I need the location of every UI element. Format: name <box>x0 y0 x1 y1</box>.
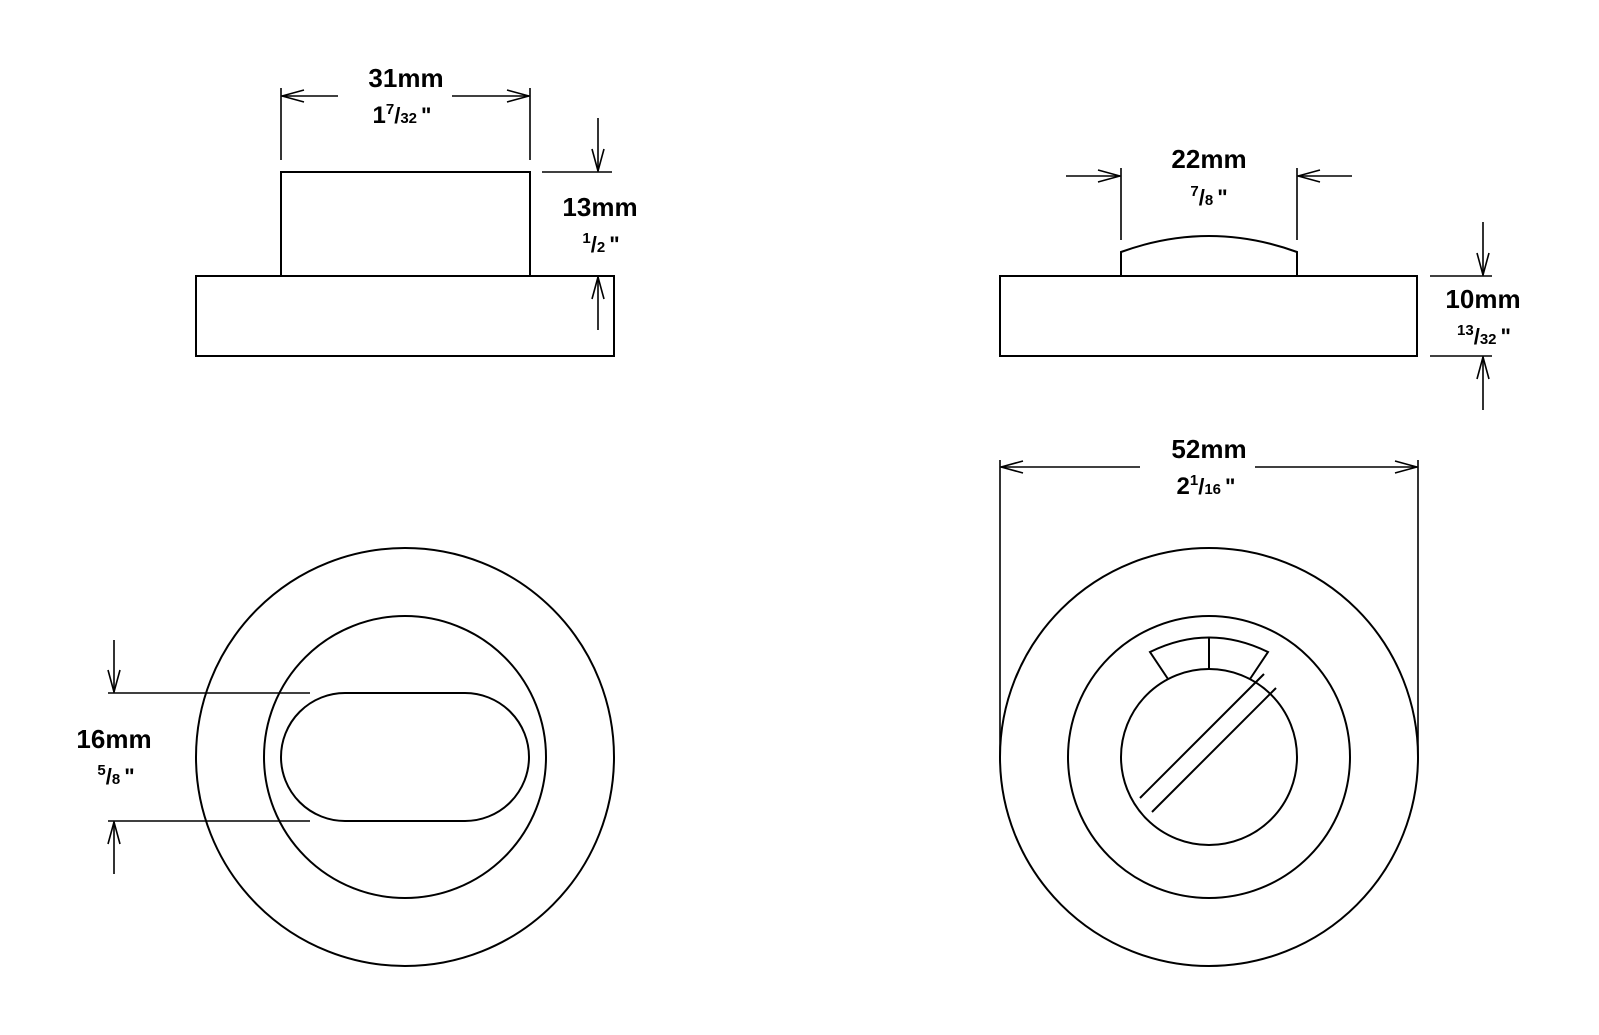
side-view-left <box>195 171 615 357</box>
rose-base-right <box>999 275 1418 357</box>
rose-base-left <box>195 275 615 357</box>
inner-rose-circle-right <box>1067 615 1351 899</box>
slot-height-inch: 5/8" <box>97 762 134 789</box>
side-width-inch: 17/32" <box>373 101 432 129</box>
dimension-side-height: 13mm 1/2" <box>542 118 638 330</box>
rose-diameter-mm: 52mm <box>1171 434 1246 464</box>
emergency-release-disc <box>1120 668 1298 846</box>
side-height-inch: 1/2" <box>582 230 619 257</box>
knob-width-inch: 7/8" <box>1190 183 1227 210</box>
rose-thickness-inch: 13/32" <box>1457 322 1511 349</box>
dimension-knob-width: 22mm 7/8" <box>1066 144 1352 240</box>
indicator-dome <box>1120 235 1298 276</box>
turn-slot <box>280 692 530 822</box>
outer-rose-circle-right <box>999 547 1419 967</box>
rose-thickness-mm: 10mm <box>1445 284 1520 314</box>
front-view-right <box>999 547 1419 967</box>
knob-width-mm: 22mm <box>1171 144 1246 174</box>
turn-knob-body <box>280 171 531 277</box>
release-slot-line-a <box>1139 673 1265 799</box>
inner-rose-circle-left <box>263 615 547 899</box>
side-height-mm: 13mm <box>562 192 637 222</box>
rose-diameter-inch: 21/16" <box>1177 472 1236 500</box>
slot-height-mm: 16mm <box>76 724 151 754</box>
side-view-right <box>999 235 1418 357</box>
dimension-side-width: 31mm 17/32" <box>280 63 531 160</box>
front-view-left <box>195 547 615 967</box>
release-slot-line-b <box>1151 687 1277 813</box>
dimension-rose-thickness: 10mm 13/32" <box>1430 222 1521 410</box>
side-width-mm: 31mm <box>368 63 443 93</box>
dimension-rose-diameter: 52mm 21/16" <box>999 434 1419 757</box>
outer-rose-circle-left <box>195 547 615 967</box>
dimension-slot-height: 16mm 5/8" <box>76 640 310 874</box>
